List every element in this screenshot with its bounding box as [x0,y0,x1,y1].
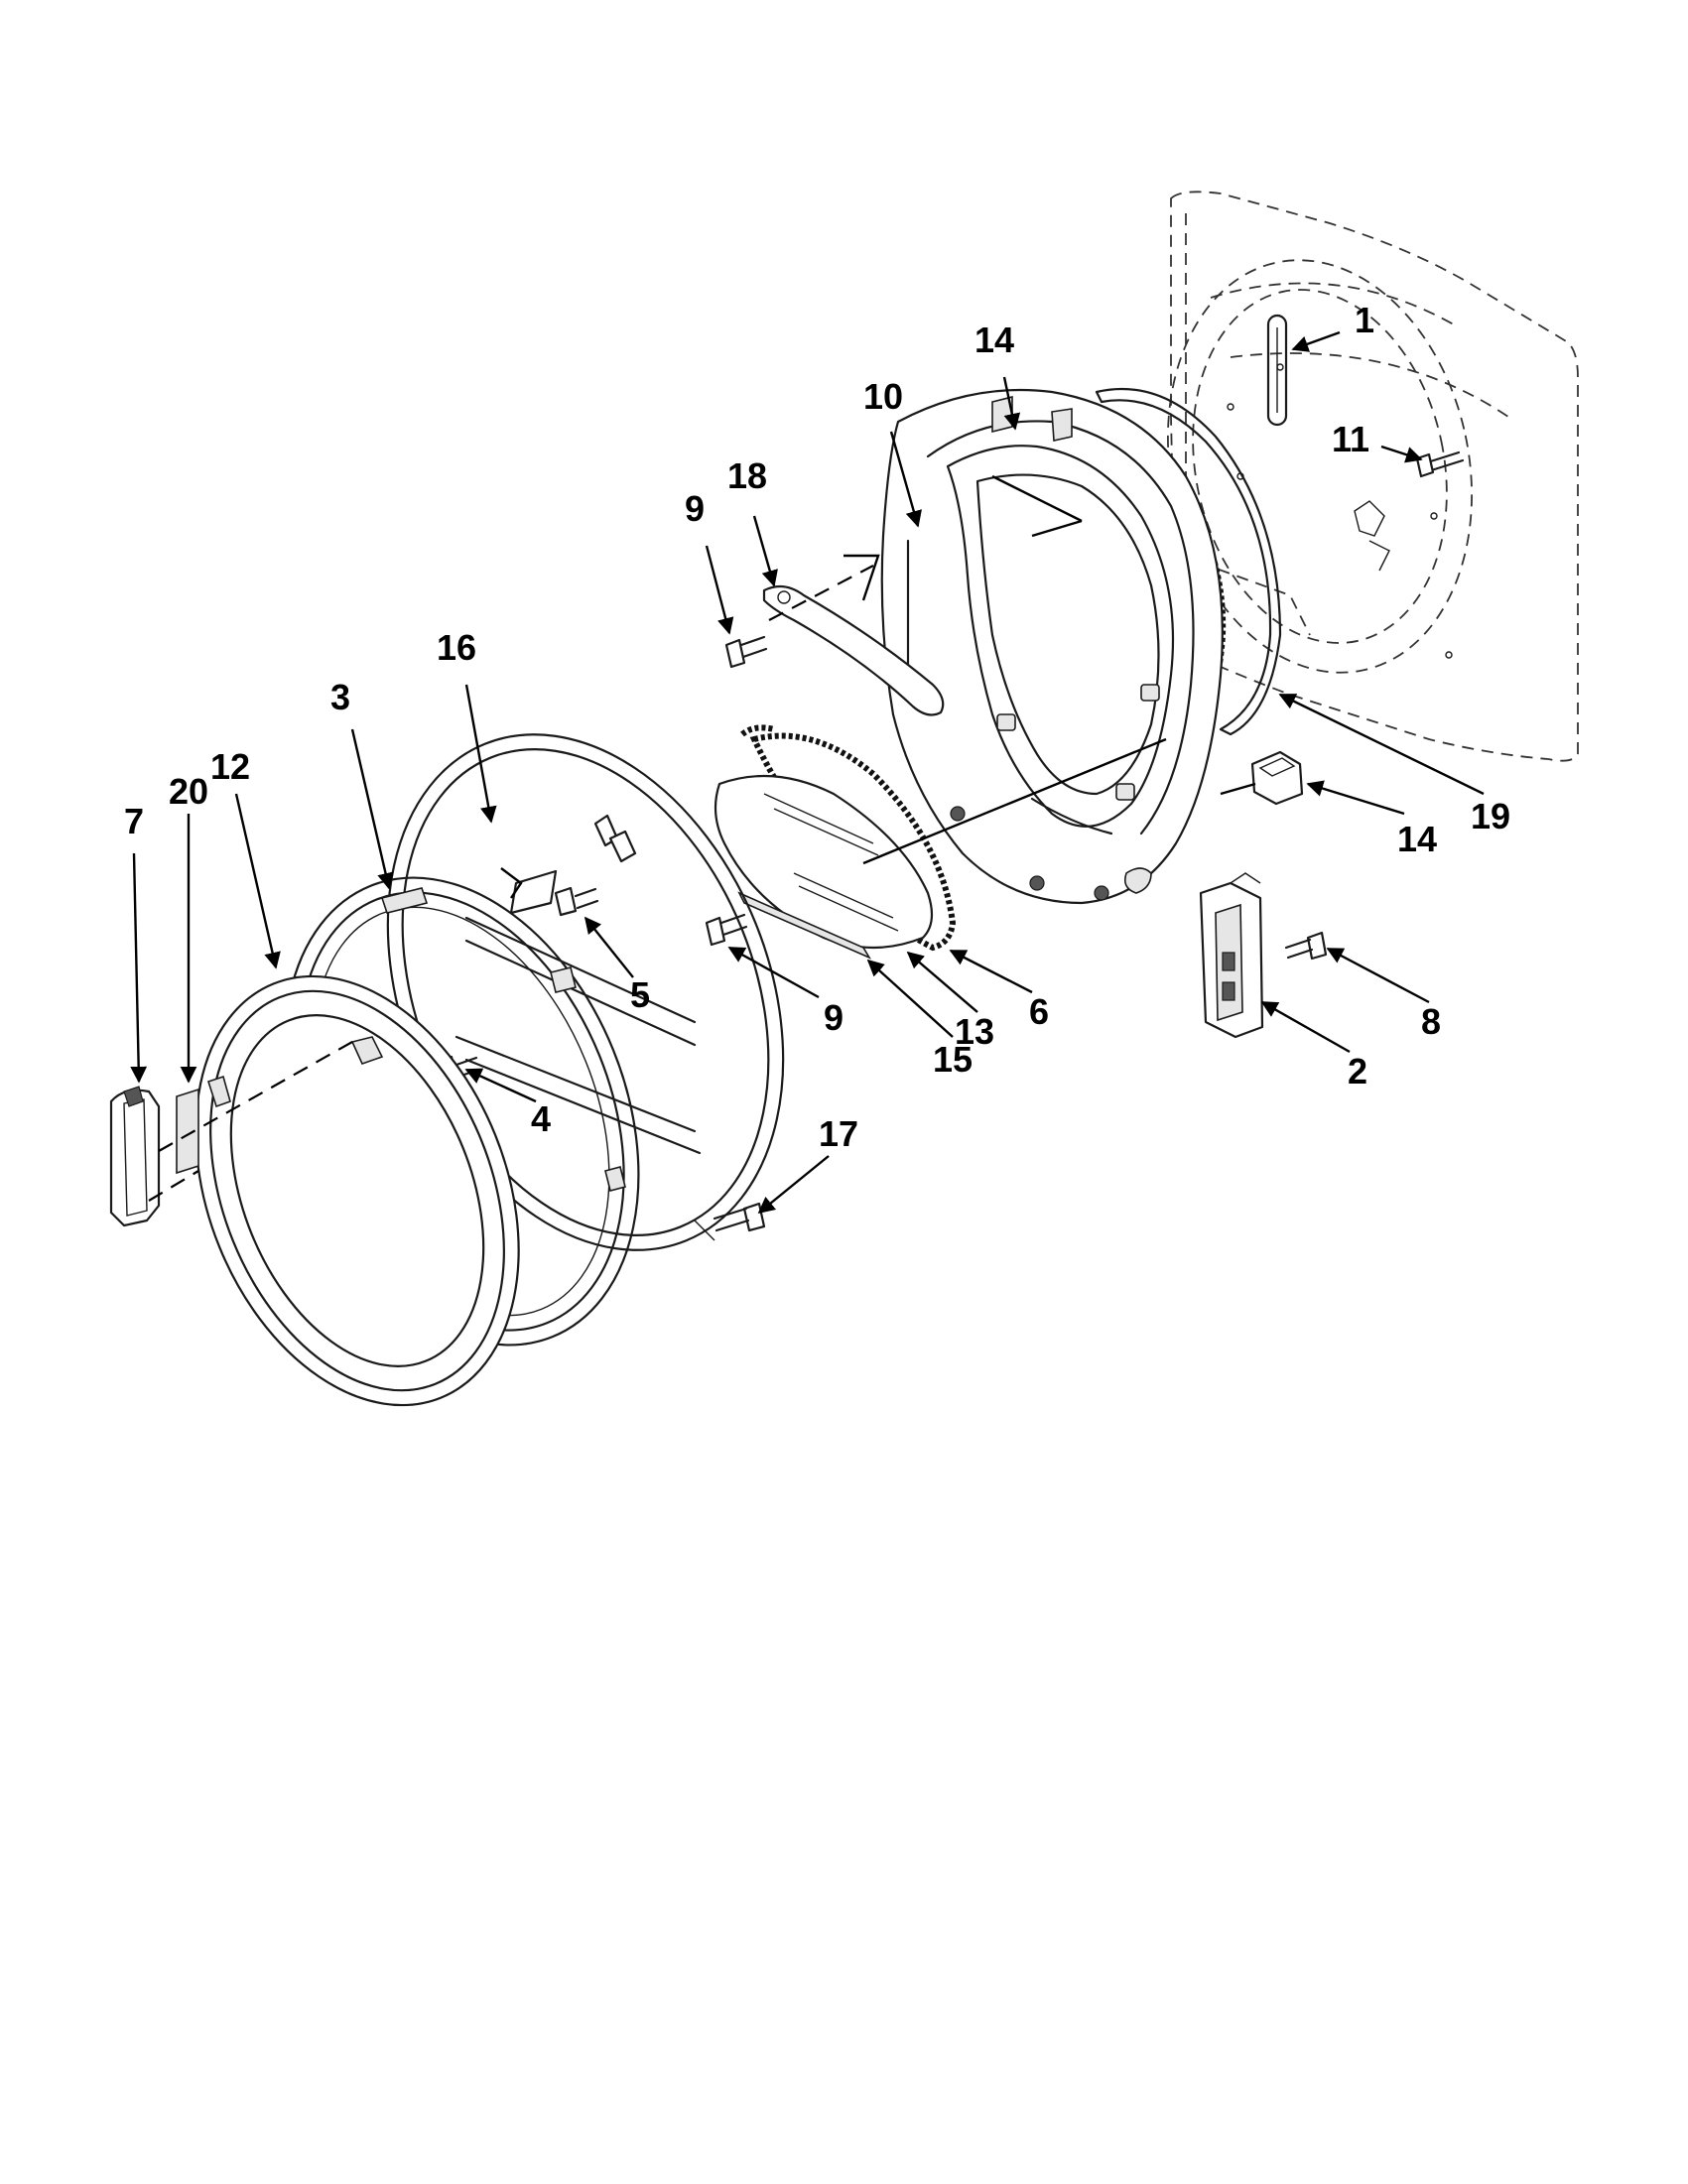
part-9-upper-screw [724,635,768,669]
callout-4: 4 [531,1098,551,1139]
part-9-lower-screw [705,913,748,947]
callout-16: 16 [437,627,476,668]
callout-8: 8 [1421,1001,1441,1042]
callout-14-lower: 14 [1397,819,1437,859]
callout-15: 15 [933,1039,973,1080]
callout-9-upper: 9 [685,488,705,529]
callout-17: 17 [819,1113,858,1154]
part-2-hinge [1199,872,1264,1039]
part-11-screw [1415,450,1465,478]
callout-14-upper: 14 [974,320,1014,360]
callout-6: 6 [1029,991,1049,1032]
callout-18: 18 [727,455,767,496]
callout-labels: 1 11 14 10 18 9 16 3 20 12 7 19 14 5 9 1… [124,300,1510,1154]
part-17-screw [694,1202,766,1241]
part-18-strap [762,584,945,716]
callout-13: 13 [955,1011,994,1052]
part-8-screw [1284,931,1328,961]
part-15-strip [737,891,871,960]
callout-10: 10 [863,376,903,417]
callout-3: 3 [330,677,350,717]
callout-7: 7 [124,801,144,841]
callout-20: 20 [169,771,208,812]
callout-9-lower: 9 [824,997,844,1038]
alignment-lines [148,474,1256,1202]
leader-arrows [130,330,1485,1215]
part-16-inner-frame [386,733,785,1251]
callout-5: 5 [630,974,650,1015]
callout-2: 2 [1348,1051,1367,1092]
part-14-lower-catch [1250,750,1304,806]
part-12-outer-door [195,974,520,1407]
part-10-inner-panel [880,388,1224,905]
part-13-glass-window [714,774,934,950]
part-20-label [176,1088,199,1175]
callout-12: 12 [210,746,250,787]
callout-19: 19 [1471,796,1510,836]
callout-11: 11 [1332,419,1369,459]
part-1-slot [1266,314,1288,427]
part-7-handle [109,1086,161,1227]
callout-1: 1 [1355,300,1374,340]
part-5-screw [554,886,599,917]
